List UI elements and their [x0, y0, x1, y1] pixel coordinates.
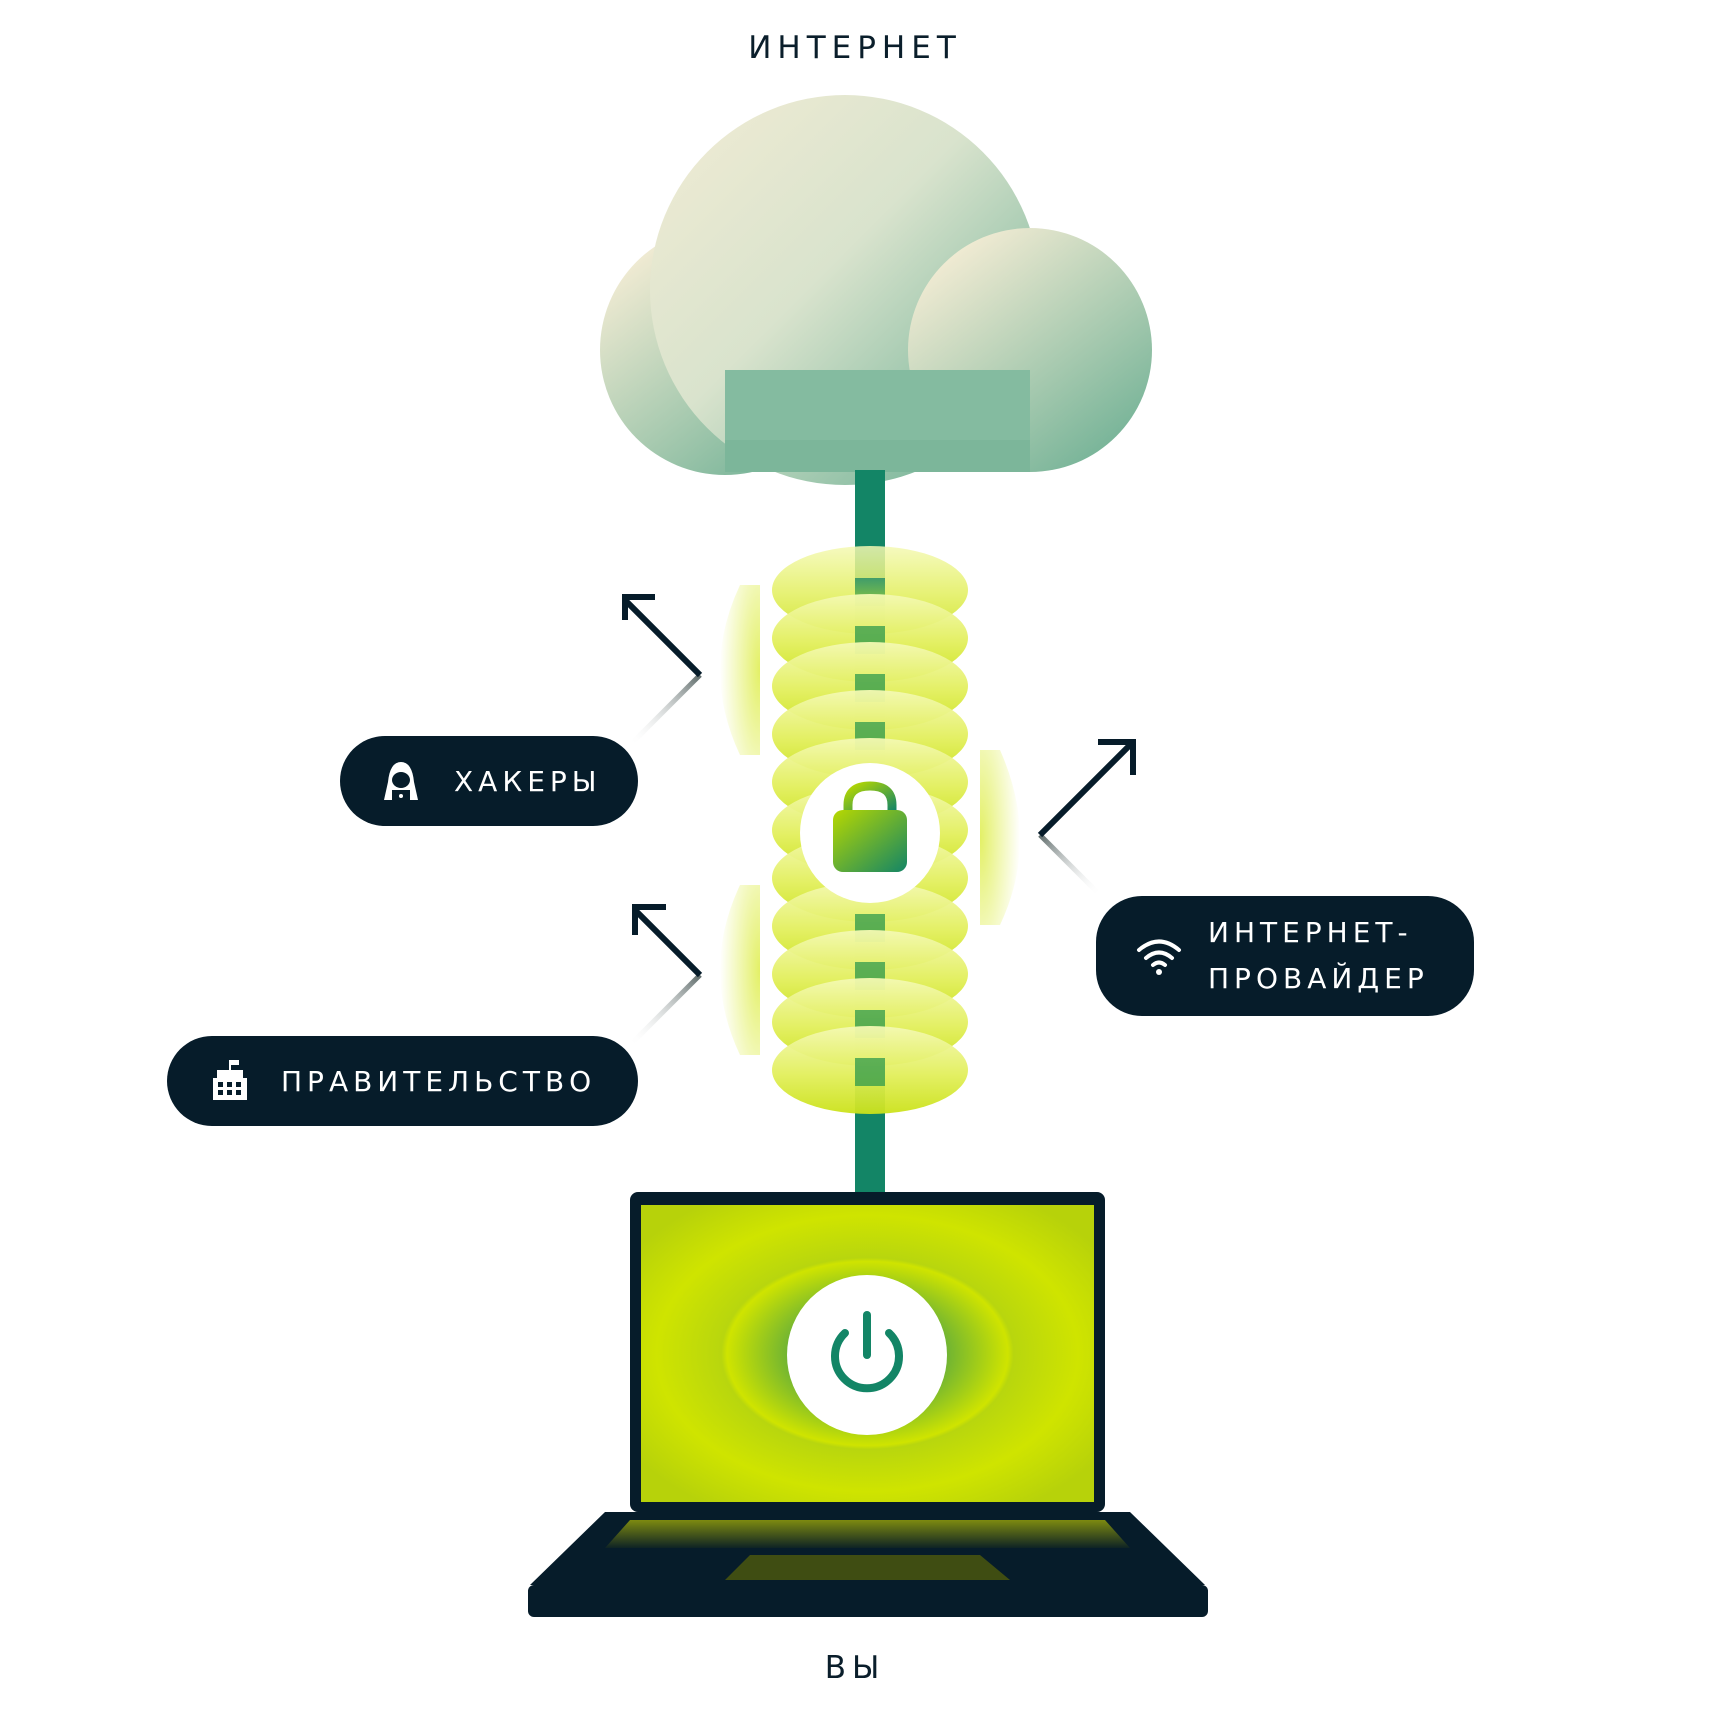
deflect-arrow-hackers [622, 594, 703, 747]
wifi-icon [1134, 931, 1184, 981]
isp-pill: ИНТЕРНЕТ- ПРОВАЙДЕР [1096, 896, 1474, 1016]
power-icon [831, 1311, 903, 1393]
laptop [528, 1192, 1208, 1617]
isp-label-line1: ИНТЕРНЕТ- [1208, 916, 1413, 949]
tunnel-core-segment [855, 1058, 885, 1086]
shield-glows [720, 585, 1020, 1055]
lock-badge [800, 763, 940, 903]
government-label: ПРАВИТЕЛЬСТВО [281, 1064, 597, 1098]
deflect-arrow-gov [628, 904, 703, 1047]
deflect-arrow-isp [1037, 739, 1136, 897]
hacker-icon [378, 758, 424, 804]
government-pill: ПРАВИТЕЛЬСТВО [167, 1036, 638, 1126]
hackers-label: ХАКЕРЫ [454, 764, 602, 798]
vpn-tunnel [772, 546, 968, 1114]
cloud [600, 95, 1152, 485]
government-building-icon [207, 1058, 253, 1104]
internet-label: ИНТЕРНЕТ [748, 30, 962, 66]
lock-icon [833, 781, 907, 872]
isp-label-line2: ПРОВАЙДЕР [1208, 962, 1429, 995]
hackers-pill: ХАКЕРЫ [340, 736, 638, 826]
you-label: ВЫ [824, 1650, 886, 1686]
